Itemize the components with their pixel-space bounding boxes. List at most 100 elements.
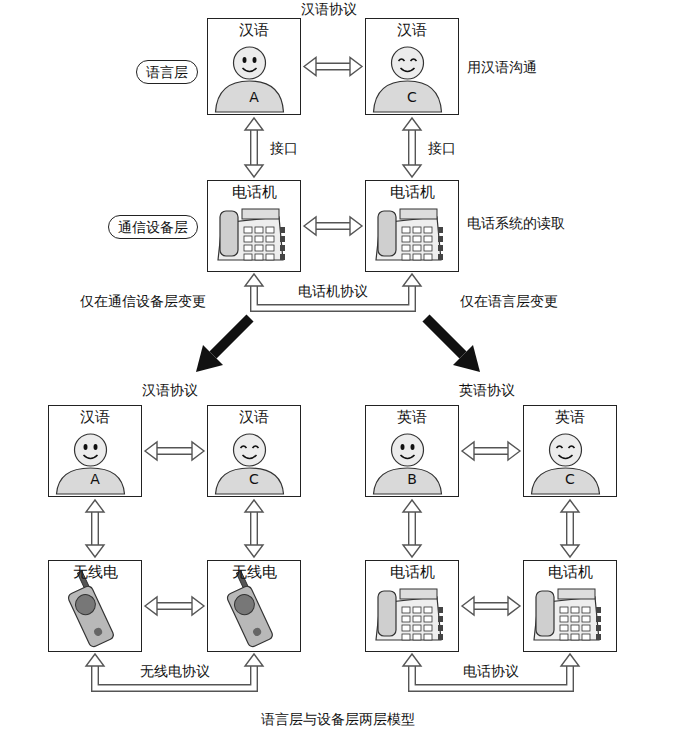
person-eye: [401, 444, 405, 450]
person-box: 汉语C: [365, 18, 459, 115]
phone-key: [266, 245, 274, 251]
arrow-head: [86, 545, 104, 557]
radio-body: [226, 585, 274, 649]
phone-key: [402, 227, 410, 233]
phone-key: [560, 625, 568, 631]
person-eye: [253, 446, 259, 448]
double-arrow: [86, 500, 104, 557]
phone-display: [242, 209, 279, 219]
arrow-head: [561, 545, 579, 557]
phone-key: [280, 245, 285, 251]
person-head: [75, 434, 107, 466]
phone-key: [438, 634, 443, 640]
device-box: 电话机: [365, 560, 459, 652]
phone-key: [438, 254, 443, 260]
box-heading: 英语: [524, 408, 616, 426]
device-box: 无线电: [207, 560, 301, 652]
phone-key: [596, 625, 601, 631]
double-arrow: [145, 442, 204, 460]
phone-key: [402, 607, 410, 613]
phone-display: [400, 589, 437, 599]
phone-key: [255, 227, 263, 233]
person-eye: [94, 444, 98, 450]
arrow-shaft-fill: [251, 511, 256, 546]
phone-key: [266, 254, 274, 260]
phone-key: [402, 616, 410, 622]
change-arrow-shaft: [213, 318, 250, 355]
person-eye: [241, 446, 247, 448]
double-arrow: [403, 500, 421, 557]
phone-key: [413, 634, 421, 640]
arrow-shaft-fill: [315, 64, 351, 69]
phone-handset: [378, 211, 396, 256]
double-arrow: [245, 118, 263, 177]
phone-key: [596, 607, 601, 613]
arrow-head: [145, 597, 157, 615]
person-letter: A: [49, 471, 141, 487]
person-eye: [411, 444, 415, 450]
arrow-head: [86, 500, 104, 512]
arrow-shaft-fill: [156, 448, 193, 453]
connector-label: 接口: [426, 139, 458, 157]
double-arrow: [403, 118, 421, 177]
layer-tag: 通信设备层: [108, 215, 198, 239]
change-arrow-head: [453, 345, 480, 372]
phone-key: [244, 254, 252, 260]
phone-key: [280, 227, 285, 233]
arrow-head: [403, 654, 421, 666]
person-head: [550, 434, 582, 466]
phone-handset: [378, 591, 396, 636]
phone-key: [402, 236, 410, 242]
phone-key: [402, 254, 410, 260]
arrow-shaft-outline: [315, 222, 351, 230]
arrow-shaft-outline: [566, 511, 574, 546]
phone-key: [424, 236, 432, 242]
arrow-shaft-outline: [250, 129, 258, 166]
person-eye: [569, 446, 575, 448]
arrow-head: [245, 545, 263, 557]
phone-key: [413, 236, 421, 242]
annotation-label: 电话系统的读取: [465, 214, 567, 232]
phone-key: [413, 616, 421, 622]
phone-key: [596, 616, 601, 622]
double-arrow: [145, 597, 204, 615]
double-arrow: [561, 500, 579, 557]
phone-key: [402, 634, 410, 640]
caption: 语言层与设备层两层模型: [259, 710, 417, 728]
phone-key: [438, 236, 443, 242]
phone-key: [402, 625, 410, 631]
arrow-head: [508, 597, 520, 615]
arrow-head: [245, 500, 263, 512]
phone-key: [413, 607, 421, 613]
double-arrow: [86, 654, 263, 688]
box-heading: 汉语: [366, 21, 458, 39]
double-arrow: [304, 217, 362, 235]
arrow-head: [145, 442, 157, 460]
phone-key: [413, 625, 421, 631]
arrow-shaft-outline: [408, 129, 416, 166]
arrow-head: [350, 217, 362, 235]
person-box: 汉语C: [207, 405, 301, 497]
radio-button: [252, 626, 263, 637]
arrow-shaft-outline: [156, 602, 193, 610]
person-letter: C: [524, 471, 616, 487]
person-letter: B: [366, 471, 458, 487]
double-arrow: [462, 442, 520, 460]
person-mouth: [401, 455, 415, 459]
annotation-label: 英语协议: [457, 381, 517, 399]
phone-key: [571, 634, 579, 640]
box-heading: 英语: [366, 408, 458, 426]
arrow-head: [304, 217, 316, 235]
box-heading: 电话机: [524, 563, 616, 581]
phone-key: [582, 607, 590, 613]
phone-display: [558, 589, 595, 599]
person-eye: [399, 59, 405, 61]
arrow-head: [403, 545, 421, 557]
radio-figure: [60, 570, 115, 648]
box-heading: 电话机: [366, 563, 458, 581]
annotation-label: 汉语协议: [140, 381, 200, 399]
arrow-shaft-fill: [92, 511, 97, 546]
person-letter: C: [208, 471, 300, 487]
person-box: 汉语A: [207, 18, 301, 115]
